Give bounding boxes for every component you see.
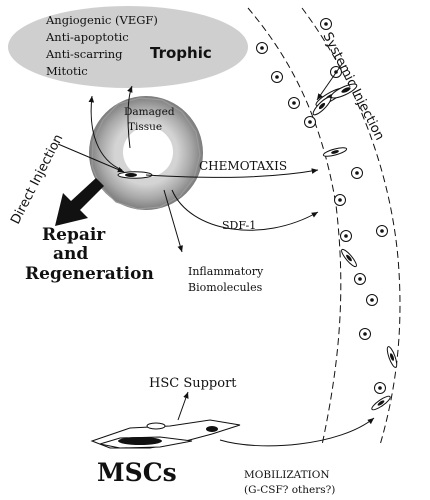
blood-cell	[256, 42, 268, 54]
blood-cell	[359, 328, 371, 340]
circulating-msc	[386, 346, 398, 368]
sdf1-label: SDF-1	[222, 219, 256, 232]
inflammatory-arrow	[163, 189, 183, 253]
msc-cluster	[90, 419, 241, 449]
systemic-injection-cells	[312, 83, 358, 116]
blood-cell	[320, 18, 332, 30]
trophic-item-anti-scarring: Anti-scarring	[45, 47, 123, 61]
blood-cell	[354, 273, 366, 285]
mobilization-line1: MOBILIZATION	[244, 469, 330, 481]
inflammatory-line2: Biomolecules	[188, 281, 263, 294]
ring-shading	[91, 97, 201, 210]
trophic-item-mitotic: Mitotic	[46, 64, 88, 78]
damaged-tissue-group: Damaged Tissue	[89, 96, 203, 210]
mobilization-line2: (G-CSF? others?)	[244, 484, 335, 496]
vessel-wall-outer	[301, 7, 401, 446]
blood-cell	[340, 230, 352, 242]
circulating-msc	[341, 248, 357, 268]
damaged-tissue-lumen	[123, 127, 173, 177]
repair-line3: Regeneration	[25, 264, 154, 284]
blood-cell	[271, 71, 283, 83]
hsc-support-label: HSC Support	[149, 376, 237, 391]
sdf1-arrow	[171, 189, 319, 231]
systemic-injection-label: Systemic Injection	[319, 30, 386, 143]
damaged-tissue-line2: Tissue	[128, 121, 162, 133]
blood-cell	[374, 382, 386, 394]
blood-cell	[288, 97, 300, 109]
damaged-tissue-line1: Damaged	[124, 106, 175, 118]
circulating-cells	[256, 18, 398, 411]
repair-line2: and	[53, 244, 88, 264]
trophic-ellipse	[8, 6, 248, 88]
direct-injection-arrow	[57, 143, 125, 173]
trophic-title: Trophic	[150, 44, 212, 62]
systemic-injection-arrow	[316, 63, 343, 101]
blood-cell	[304, 116, 316, 128]
mscs-label: MSCs	[97, 458, 177, 487]
trophic-item-angiogenic: Angiogenic (VEGF)	[45, 13, 158, 27]
blood-cell	[366, 294, 378, 306]
vessel-wall-inner	[247, 7, 342, 446]
arrow-to-trophic-right	[127, 85, 133, 149]
chemotaxis-label: CHEMOTAXIS	[199, 159, 287, 173]
trophic-group: Angiogenic (VEGF) Anti-apoptotic Anti-sc…	[8, 6, 248, 88]
trophic-item-anti-apoptotic: Anti-apoptotic	[45, 30, 129, 44]
direct-injection-label: Direct Injection	[8, 132, 66, 227]
blood-cell	[376, 225, 388, 237]
mobilization-arrow	[219, 417, 375, 447]
chemotaxis-arrow	[145, 168, 319, 178]
circulating-msc	[371, 395, 391, 411]
inflammatory-line1: Inflammatory	[188, 265, 264, 278]
repair-arrow	[55, 178, 104, 226]
hsc-support-arrow	[177, 391, 189, 421]
tissue-msc-nucleus	[125, 173, 137, 177]
repair-line1: Repair	[42, 225, 106, 245]
arrow-to-trophic-left	[88, 95, 123, 171]
blood-cell	[334, 194, 346, 206]
circulating-msc	[322, 147, 348, 157]
blood-cell	[351, 167, 363, 179]
